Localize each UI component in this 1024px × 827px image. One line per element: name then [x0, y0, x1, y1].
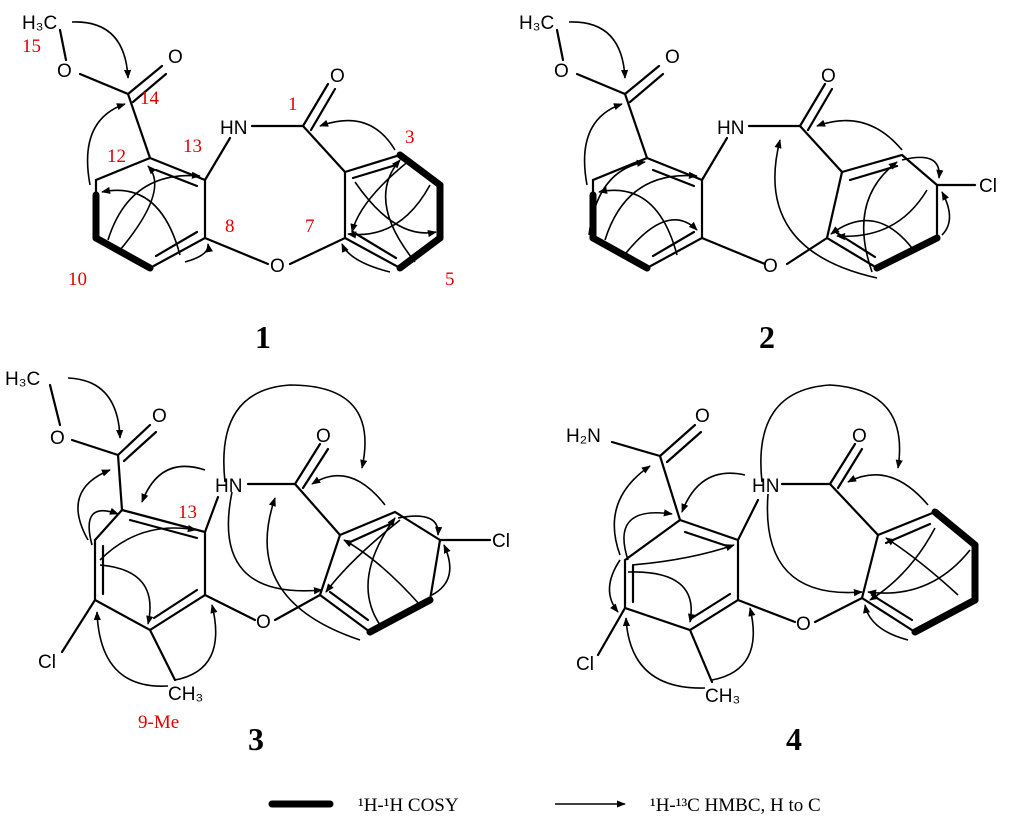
compound-1-id: 1	[255, 319, 271, 355]
compound-3-hmbc-arrows	[67, 377, 451, 687]
compound-2-hmbc-arrows	[568, 21, 951, 279]
compound-1-label-c3: 3	[405, 127, 415, 148]
compound-1-label-c15: 15	[22, 36, 41, 57]
compound-3-bonds	[48, 383, 492, 682]
compound-3-chlorine-right: Cl	[492, 531, 510, 552]
compound-3-ester-oxygen: O	[50, 428, 65, 449]
compound-1-label-c5: 5	[445, 269, 455, 290]
compound-1-methyl-label: H₃C	[22, 13, 57, 34]
compound-1-amide-oxygen: O	[330, 66, 345, 87]
compound-4-ring-oxygen: O	[796, 614, 811, 635]
compound-4: H₂N O O HN O Cl CH₃ 4	[566, 384, 979, 757]
compound-4-chlorine: Cl	[576, 654, 594, 675]
compound-4-bonds	[596, 423, 979, 684]
compound-1-label-c12: 12	[107, 146, 126, 167]
compound-3-carbonyl-oxygen: O	[152, 406, 167, 427]
compound-4-ch3-label: CH₃	[705, 686, 740, 707]
compound-1-ring-oxygen: O	[270, 256, 285, 277]
compound-1-label-c14: 14	[140, 88, 160, 109]
compound-4-nh2-label: H₂N	[566, 426, 601, 447]
compound-2-methyl-label: H₃C	[519, 13, 554, 34]
compound-3-amide-oxygen: O	[316, 426, 331, 447]
compound-2-chlorine: Cl	[979, 176, 997, 197]
compound-2-ester-oxygen: O	[554, 61, 569, 82]
compound-1-bonds	[58, 28, 444, 272]
compound-4-id: 4	[786, 721, 802, 757]
compound-2-id: 2	[759, 319, 775, 355]
compound-2-nh-label: HN	[717, 118, 744, 139]
compound-3-chlorine-left: Cl	[38, 652, 56, 673]
compound-3-ring-oxygen: O	[256, 612, 271, 633]
compound-4-amide-oxygen: O	[852, 426, 867, 447]
compound-1-label-c7: 7	[305, 216, 315, 237]
compound-2-ring-oxygen: O	[763, 256, 778, 277]
compound-3-label-c13: 13	[178, 502, 197, 523]
compound-3-ch3-label: CH₃	[168, 684, 203, 705]
compound-1-label-c10: 10	[68, 269, 87, 290]
legend-cosy-label: ¹H-¹H COSY	[358, 795, 459, 816]
compound-1-ester-oxygen: O	[57, 61, 72, 82]
compound-1-label-c1: 1	[288, 94, 298, 115]
compound-2-bonds	[555, 28, 977, 272]
compound-2-carbonyl-oxygen: O	[665, 47, 680, 68]
compound-3-label-9me: 9-Me	[138, 712, 179, 733]
compound-1-nh-label: HN	[220, 118, 247, 139]
compound-2-amide-oxygen: O	[821, 66, 836, 87]
compound-3-id: 3	[248, 721, 264, 757]
legend: ¹H-¹H COSY ¹H-¹³C HMBC, H to C	[268, 795, 821, 816]
compound-4-hmbc-arrows	[608, 384, 971, 689]
legend-hmbc-label: ¹H-¹³C HMBC, H to C	[650, 795, 821, 816]
compound-1-carbonyl-oxygen: O	[168, 47, 183, 68]
compound-1-label-c8: 8	[225, 216, 235, 237]
compound-4-carbonyl-oxygen: O	[695, 406, 710, 427]
compound-2: H₃C O O O HN O Cl 2	[519, 13, 997, 355]
compound-1-label-c13: 13	[183, 136, 202, 157]
compound-3-methyl-label: H₃C	[5, 369, 40, 390]
compound-1-hmbc-arrows	[71, 21, 437, 273]
compound-3: H₃C O O O HN O Cl Cl CH₃ 13 9-Me 3	[5, 369, 510, 757]
compound-1: H₃C O O O HN O 15 14 1 12 13 3 8 7 10 5 …	[22, 13, 455, 355]
compound-4-nh-label: HN	[752, 476, 779, 497]
compound-3-nh-label: HN	[215, 476, 242, 497]
